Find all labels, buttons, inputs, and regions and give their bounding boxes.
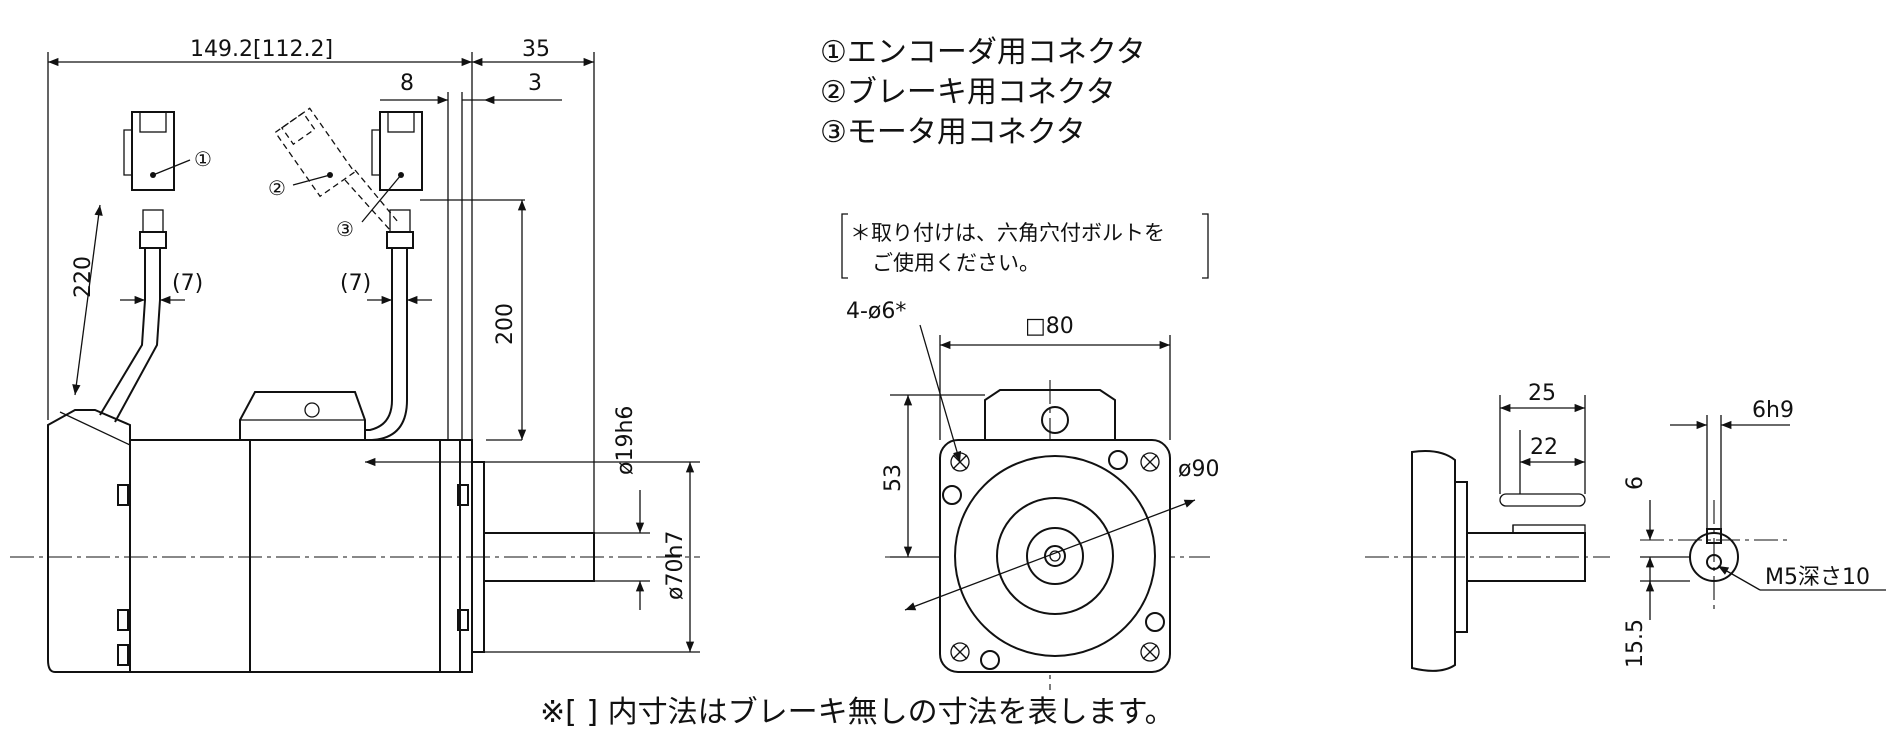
footnote: ※[ ] 内寸法はブレーキ無しの寸法を表します。 — [540, 695, 1175, 730]
note-bracket-right — [1202, 213, 1209, 279]
legend-brake: ②ブレーキ用コネクタ — [820, 75, 1116, 110]
dim-3-label: 3 — [528, 71, 542, 96]
dim-length-label: 149.2[112.2] — [190, 37, 333, 62]
dim-bolt-holes-label: 4-ø6* — [846, 299, 906, 324]
legend-motor: ③モータ用コネクタ — [820, 115, 1086, 150]
dim-220-label: 220 — [71, 256, 96, 298]
leader-bolt-holes — [919, 324, 962, 463]
dim-pcd — [904, 499, 1196, 611]
keyway-plan — [1499, 493, 1586, 507]
detail-housing — [1411, 450, 1456, 672]
output-shaft — [483, 532, 595, 582]
brake-cable — [344, 179, 391, 231]
dim-tap-label: M5深さ10 — [1765, 565, 1870, 590]
dim-square-label: □80 — [1025, 314, 1074, 339]
housing-slot — [117, 644, 129, 666]
motor-connector-latch — [387, 111, 415, 133]
cable-boot — [139, 231, 167, 249]
connector-legend: ①エンコーダ用コネクタ ②ブレーキ用コネクタ ③モータ用コネクタ — [820, 35, 1146, 150]
encoder-housing — [47, 409, 131, 673]
flange-screw — [980, 650, 1000, 670]
bolt-hole — [1140, 452, 1160, 472]
mounting-note: ＊取り付けは、六角穴付ボルトを ご使用ください。 — [841, 213, 1209, 279]
marker-2: ② — [268, 176, 286, 200]
dim-8-label: 8 — [400, 71, 414, 96]
leader-tap — [1717, 565, 1761, 591]
square-flange — [939, 439, 1171, 673]
encoder-connector-clip — [123, 129, 132, 176]
dim-key-25-label: 25 — [1528, 381, 1556, 406]
dim-53-label: 53 — [881, 464, 906, 492]
flange-plate — [439, 439, 461, 673]
flange-slot — [457, 484, 469, 506]
cable-clamp — [239, 391, 366, 440]
flange-screw — [1145, 612, 1165, 632]
note-line-2: ご使用ください。 — [872, 251, 1040, 275]
dim-220 — [72, 204, 103, 396]
dim-key-22-label: 22 — [1530, 435, 1558, 460]
motor-body — [249, 439, 441, 673]
note-line-1: ＊取り付けは、六角穴付ボルトを — [850, 221, 1165, 245]
dim-7-left-label: (7) — [172, 271, 203, 296]
cable-boot — [386, 231, 414, 249]
brake-cable — [354, 169, 399, 223]
encoder-connector — [131, 111, 175, 191]
flange-plate-front — [459, 439, 473, 673]
clamp-screw — [304, 402, 320, 418]
dim-key-width-label: 6h9 — [1752, 398, 1794, 423]
housing-slot — [117, 484, 129, 506]
dim-pcd-label: ø90 — [1178, 457, 1219, 482]
encoder-connector-latch — [139, 111, 167, 133]
cable-strain-relief — [142, 209, 164, 233]
dim-7-right-label: (7) — [340, 271, 371, 296]
legend-encoder: ①エンコーダ用コネクタ — [820, 35, 1146, 70]
flange-slot — [457, 609, 469, 631]
motor-connector-clip — [371, 129, 380, 176]
brake-connector — [274, 107, 356, 198]
dim-200-label: 200 — [493, 303, 518, 345]
leader-3 — [361, 174, 402, 223]
dim-shaft-length-label: 35 — [522, 37, 550, 62]
front-clamp — [984, 389, 1116, 440]
dim-6-label: 6 — [1623, 476, 1648, 490]
key — [1512, 524, 1586, 534]
cable-strain-relief — [389, 209, 411, 233]
encoder-cable-b — [114, 248, 161, 423]
encoder-edge — [59, 411, 131, 446]
motor-cable-a — [365, 248, 393, 431]
motor-cable-b — [365, 248, 408, 441]
dim-15-5-label: 15.5 — [1623, 619, 1648, 668]
motor-connector — [379, 111, 423, 191]
front-view: □80 53 4-ø6* ø90 — [846, 299, 1219, 690]
marker-3: ③ — [336, 217, 354, 241]
note-bracket-left — [841, 213, 848, 279]
bolt-hole — [950, 642, 970, 662]
shaft-detail: 25 22 6h9 6 15.5 M5深さ10 — [1365, 381, 1886, 672]
marker-1: ① — [194, 147, 212, 171]
dim-pilot-dia-label: ø70h7 — [663, 531, 688, 600]
bolt-hole — [1140, 642, 1160, 662]
flange-screw — [1108, 450, 1128, 470]
leader-2 — [292, 174, 331, 186]
front-clamp-screw — [1041, 406, 1069, 434]
housing-slot — [117, 609, 129, 631]
encoder-cable-a — [99, 248, 146, 416]
dim-shaft-dia-label: ø19h6 — [613, 406, 638, 475]
leader-1 — [152, 159, 191, 176]
side-view: ① ② ③ 149.2[112.2] 35 8 3 220 200 (7) — [10, 37, 700, 673]
